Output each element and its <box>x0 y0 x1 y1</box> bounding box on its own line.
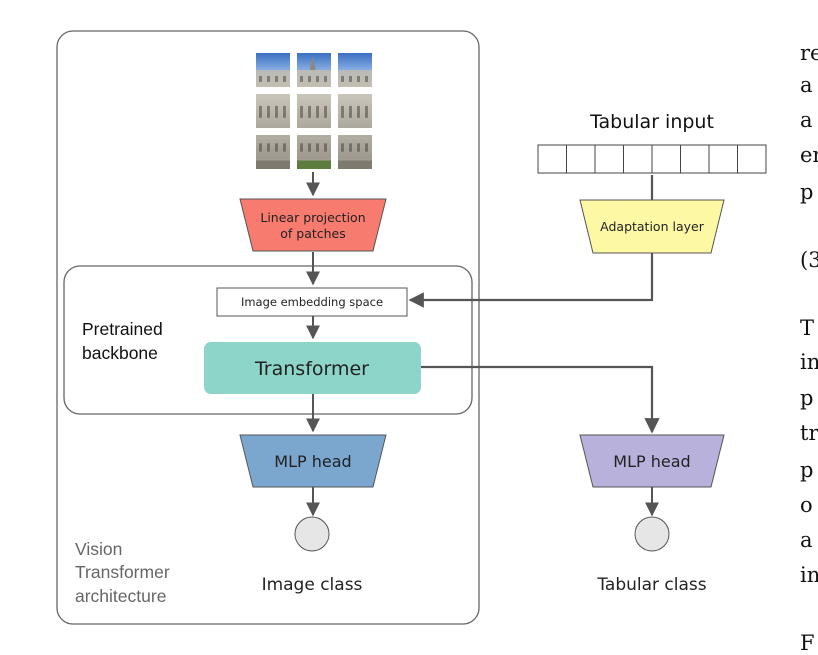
mlp-head-left-box <box>239 434 387 488</box>
linear-projection-label-1: Linear projection <box>260 210 365 225</box>
side-text-fragment: F <box>800 631 815 655</box>
embedding-space-label: Image embedding space <box>241 295 383 309</box>
mlp-head-left-label: MLP head <box>274 452 351 471</box>
transformer-label: Transformer <box>254 358 369 380</box>
side-text-fragment: re <box>800 41 818 65</box>
vit-label-3: architecture <box>75 586 166 606</box>
image-patches <box>256 53 372 169</box>
vit-label-1: Vision <box>75 539 122 559</box>
tabular-cell <box>623 144 653 174</box>
tabular-cell <box>537 144 567 174</box>
vit-label-2: Transformer <box>75 562 170 582</box>
side-text-fragment: p <box>800 180 814 204</box>
image-patch <box>338 135 372 169</box>
backbone-label-2: backbone <box>82 343 158 363</box>
transformer-box <box>204 342 421 394</box>
side-text-fragment: a <box>800 528 813 552</box>
adaptation-layer-box <box>579 199 725 254</box>
side-text-fragment: o <box>800 493 813 517</box>
image-patch <box>297 53 331 87</box>
image-patch <box>297 135 331 169</box>
side-text-fragment: tr <box>800 421 818 445</box>
tabular-cell <box>680 144 710 174</box>
tabular-input-label: Tabular input <box>589 111 714 133</box>
image-patch <box>338 53 372 87</box>
tabular-cell <box>737 144 767 174</box>
side-text-fragment: er <box>800 143 818 167</box>
side-text-fragment: a <box>800 108 813 132</box>
linear-projection-box <box>239 198 387 252</box>
arrow-transformer-to-mlp-right <box>420 365 660 434</box>
image-patch <box>256 53 290 87</box>
tabular-cell <box>708 144 738 174</box>
mlp-head-right-label: MLP head <box>613 452 690 471</box>
side-text-fragment: a <box>800 73 813 97</box>
image-patch <box>338 94 372 128</box>
image-patch <box>297 94 331 128</box>
tabular-cell <box>594 144 624 174</box>
image-patch <box>256 135 290 169</box>
arrow-adaptation-to-embedding <box>408 253 654 308</box>
vit-frame <box>56 30 480 625</box>
embedding-space-box <box>216 287 408 317</box>
tabular-cell <box>566 144 596 174</box>
side-text-fragment: in <box>800 350 818 374</box>
side-text-fragment: T <box>800 316 815 340</box>
image-class-label: Image class <box>262 575 363 595</box>
tabular-class-label: Tabular class <box>596 575 706 595</box>
side-text-fragment: p <box>800 386 814 410</box>
side-text-fragment: p <box>800 458 814 482</box>
tabular-input-cells <box>537 144 767 174</box>
side-text-fragment: (3 <box>800 248 818 272</box>
side-text-fragment: in <box>800 563 818 587</box>
linear-projection-label-2: of patches <box>280 226 346 241</box>
backbone-label-1: Pretrained <box>82 319 163 339</box>
tabular-cell <box>651 144 681 174</box>
mlp-head-right-box <box>579 434 725 488</box>
image-class-node <box>294 516 330 552</box>
tabular-class-node <box>634 516 670 552</box>
adaptation-layer-label: Adaptation layer <box>600 219 705 234</box>
image-patch <box>256 94 290 128</box>
